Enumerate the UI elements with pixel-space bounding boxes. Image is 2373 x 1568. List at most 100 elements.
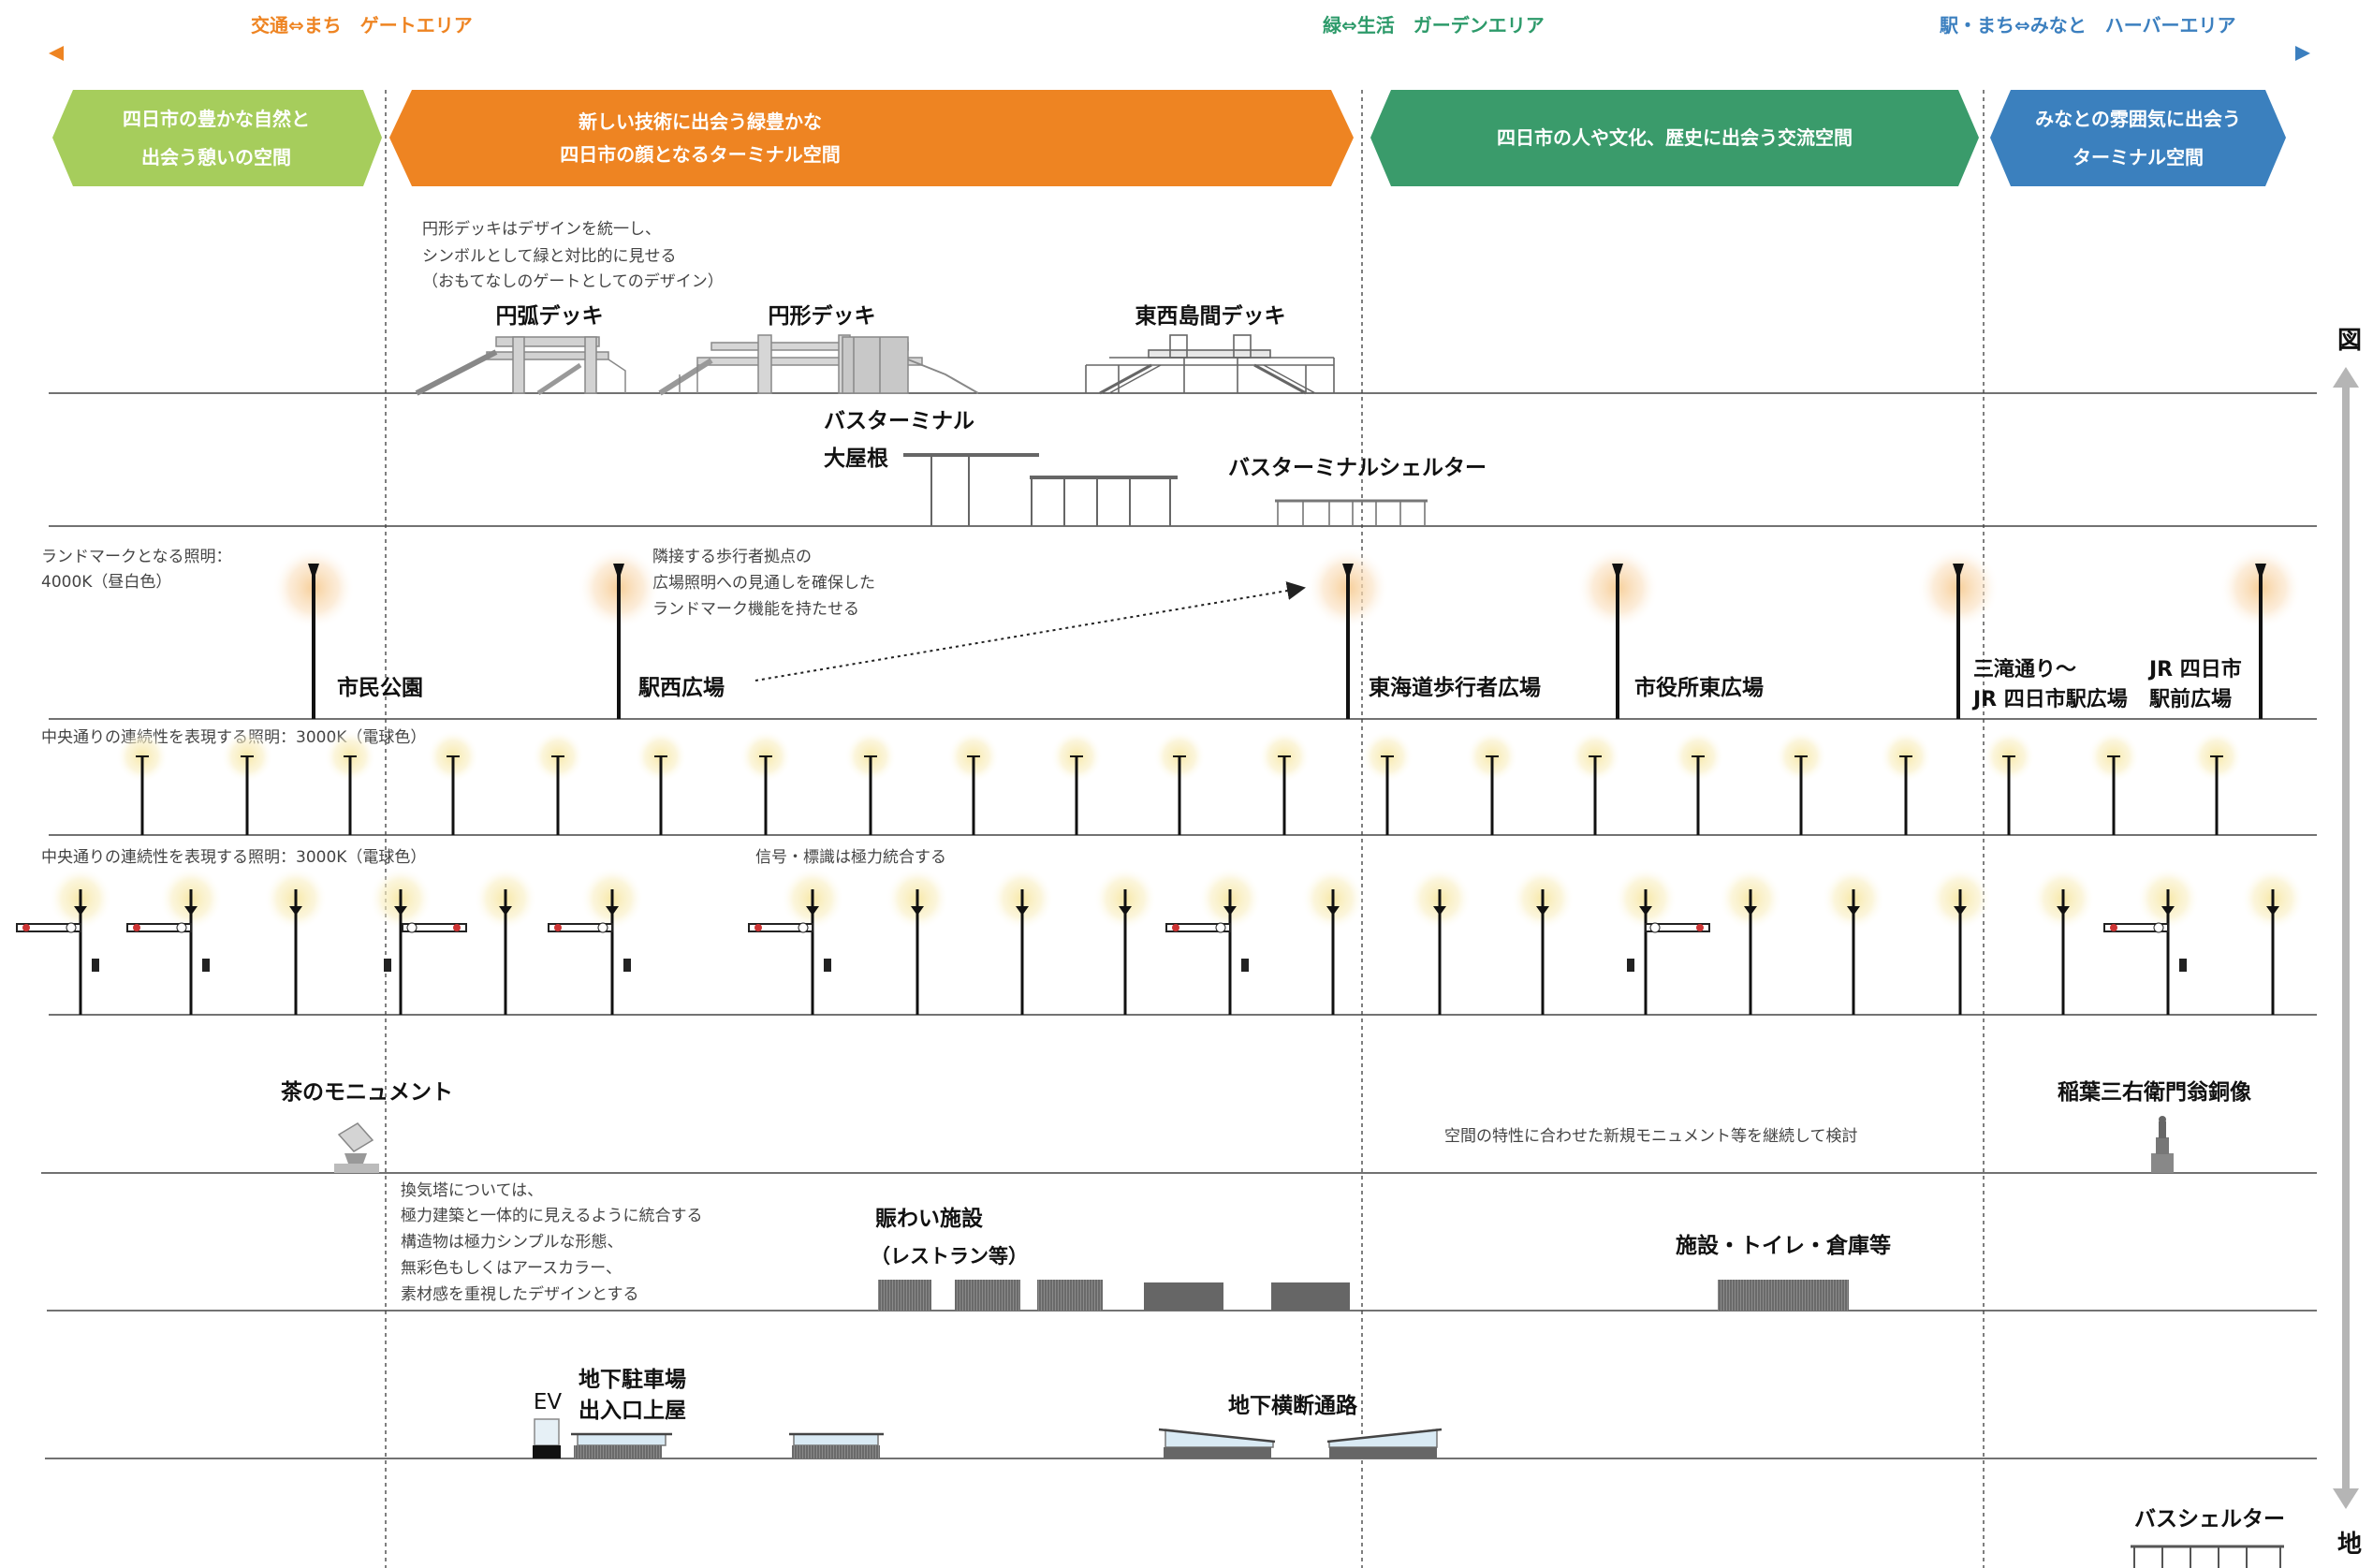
landmark-note-line1: ランドマークとなる照明： bbox=[41, 548, 232, 566]
underpass-entrance-2 bbox=[1326, 1428, 1443, 1458]
bus-terminal-row: バスターミナル 大屋根 バスターミナルシェルター bbox=[824, 409, 1487, 526]
deck-note-line1: 円形デッキはデザインを統一し、 bbox=[422, 219, 661, 239]
street-light-pole bbox=[781, 867, 844, 1015]
plaza-label-tokaido: 東海道歩行者広場 bbox=[1369, 675, 1541, 700]
lively-facility-label-line1: 賑わい施設 bbox=[875, 1206, 984, 1231]
street-poles-1 bbox=[116, 730, 2243, 835]
sightline-arrow bbox=[754, 581, 1306, 681]
street-light-pole bbox=[1408, 867, 1472, 1015]
header-zones: 交通⇔まち ゲートエリア 緑⇔生活 ガーデンエリア 駅・まち⇔みなと ハーバーエ… bbox=[49, 14, 2310, 61]
parking-entrance-roof-1 bbox=[571, 1432, 672, 1458]
street-light-pole bbox=[532, 730, 584, 835]
traffic-signal bbox=[548, 922, 631, 972]
vent-note-line2: 極力建築と一体的に見えるように統合する bbox=[401, 1207, 703, 1225]
bus-shelter-illustration bbox=[1275, 499, 1428, 526]
landmark-lighting-row: ランドマークとなる照明： 4000K（昼白色） 隣接する歩行者拠点の 広場照明へ… bbox=[41, 547, 2302, 719]
street-light-pole bbox=[1153, 730, 1206, 835]
ev-structure bbox=[533, 1418, 561, 1458]
street-light-pole bbox=[1822, 867, 1885, 1015]
street-light-pole bbox=[116, 730, 168, 835]
traffic-signal bbox=[16, 922, 99, 972]
traffic-signal bbox=[1627, 922, 1710, 972]
landmark-light-pole bbox=[272, 547, 355, 719]
vent-note-line1: 換気塔については、 bbox=[401, 1181, 543, 1200]
street-light-pole bbox=[1928, 867, 1992, 1015]
street-light-note-2: 中央通りの連続性を表現する照明：3000K（電球色） bbox=[41, 848, 426, 867]
ev-label: EV bbox=[534, 1390, 563, 1414]
facility-row: 換気塔については、 極力建築と一体的に見えるように統合する 構造物は極力シンプル… bbox=[401, 1181, 1891, 1311]
street-light-pole bbox=[1775, 730, 1827, 835]
crossing-label: 地下横断通路 bbox=[1228, 1393, 1358, 1418]
landmark-light-pole bbox=[578, 547, 660, 719]
street-light-pole bbox=[159, 867, 223, 1015]
vent-note-line5: 素材感を重視したデザインとする bbox=[401, 1284, 639, 1304]
circle-deck-label: 円形デッキ bbox=[769, 303, 876, 329]
bus-shelter-label: バスターミナルシェルター bbox=[1228, 456, 1487, 480]
monument-note: 空間の特性に合わせた新規モニュメント等を継続して検討 bbox=[1444, 1127, 1858, 1146]
banner-nature bbox=[52, 90, 382, 186]
east-west-deck-illustration bbox=[1085, 334, 1335, 395]
underground-row: EV 地下駐車場 出入口上屋 地下横断通路 バスシェルター bbox=[533, 1367, 2285, 1568]
signal-note: 信号・標識は極力統合する bbox=[755, 848, 946, 867]
street-light-pole bbox=[1569, 730, 1621, 835]
street-light-pole bbox=[2087, 730, 2140, 835]
street-light-pole bbox=[1198, 867, 1262, 1015]
axis-down-head bbox=[2333, 1488, 2359, 1509]
axis-top-label: 図 bbox=[2337, 327, 2362, 355]
zone-garden-label: 緑⇔生活 ガーデンエリア bbox=[1323, 14, 1545, 37]
street-light-pole bbox=[369, 867, 432, 1015]
traffic-signal bbox=[126, 922, 210, 972]
plaza-label-jr-line2: 駅前広場 bbox=[2149, 687, 2232, 711]
banner-terminal-line1: 新しい技術に出会う緑豊かな bbox=[579, 110, 822, 133]
zone-dividers bbox=[385, 90, 1985, 1568]
landmark-hint-line2: 広場照明への見通しを確保した bbox=[652, 574, 875, 593]
banner-exchange-line1: 四日市の人や文化、歴史に出会う交流空間 bbox=[1497, 126, 1853, 149]
concept-banners: 四日市の豊かな自然と 出会う憩いの空間 新しい技術に出会う緑豊かな 四日市の顔と… bbox=[52, 90, 2286, 186]
street-light-pole bbox=[580, 867, 644, 1015]
landmark-light-pole bbox=[1307, 547, 1389, 719]
bus-roof-label-line1: バスターミナル bbox=[824, 409, 974, 433]
bus-roof-label-line2: 大屋根 bbox=[824, 447, 888, 471]
banner-nature-line2: 出会う憩いの空間 bbox=[141, 146, 291, 169]
toilet-facility-building bbox=[1718, 1280, 1849, 1311]
lively-facility-label-line2: （レストラン等） bbox=[871, 1245, 1028, 1268]
bus-shelter-bottom bbox=[2131, 1545, 2284, 1568]
landmark-light-pole bbox=[2219, 547, 2302, 719]
axis-up-head bbox=[2333, 367, 2359, 388]
street-light-pole bbox=[1093, 867, 1157, 1015]
street-light-pole bbox=[886, 867, 949, 1015]
street-poles-2 bbox=[49, 867, 2305, 1015]
street-light-pole bbox=[2136, 867, 2200, 1015]
traffic-signal bbox=[748, 922, 831, 972]
street-light-pole bbox=[1672, 730, 1724, 835]
street-lighting-row-1: 中央通りの連続性を表現する照明：3000K（電球色） bbox=[41, 728, 2243, 835]
landmark-poles bbox=[272, 547, 2302, 719]
parking-label-line2: 出入口上屋 bbox=[579, 1399, 686, 1423]
east-west-deck-label: 東西島間デッキ bbox=[1135, 303, 1286, 329]
deck-note-line3: （おもてなしのゲートとしてのデザイン） bbox=[422, 271, 724, 291]
inaba-statue-icon bbox=[2151, 1116, 2174, 1173]
street-light-pole bbox=[1050, 730, 1103, 835]
traffic-signal bbox=[1165, 922, 1249, 972]
bus-shelter-bottom-label: バスシェルター bbox=[2134, 1507, 2285, 1531]
arc-deck-illustration bbox=[415, 336, 626, 396]
zone-gate-label: 交通⇔まち ゲートエリア bbox=[251, 14, 473, 37]
street-light-pole bbox=[1466, 730, 1518, 835]
landmark-light-pole bbox=[1576, 547, 1659, 719]
plaza-label-mitaki-line1: 三滝通り～ bbox=[1973, 658, 2076, 681]
street-light-pole bbox=[474, 867, 537, 1015]
banner-harbor-line2: ターミナル空間 bbox=[2073, 146, 2204, 169]
vent-note-line4: 無彩色もしくはアースカラー、 bbox=[401, 1259, 622, 1278]
street-light-pole bbox=[2031, 867, 2095, 1015]
bus-roof-illustration bbox=[903, 453, 1178, 526]
figure-ground-axis: 図 地 bbox=[2333, 327, 2362, 1559]
inaba-statue-label: 稲葉三右衛門翁銅像 bbox=[2058, 1079, 2252, 1105]
underpass-entrance-1 bbox=[1158, 1428, 1276, 1458]
street-light-pole bbox=[1258, 730, 1311, 835]
parking-entrance-roof-2 bbox=[789, 1432, 884, 1458]
street-light-pole bbox=[264, 867, 328, 1015]
zone-harbor-label: 駅・まち⇔みなと ハーバーエリア bbox=[1939, 14, 2236, 37]
landmark-hint-line1: 隣接する歩行者拠点の bbox=[652, 548, 812, 566]
tea-monument-icon bbox=[334, 1122, 379, 1173]
